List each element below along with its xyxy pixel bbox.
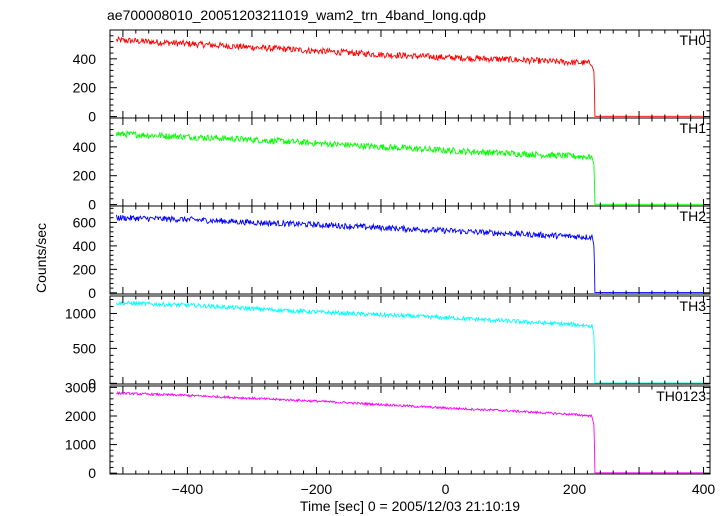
panel-th2: 0 200 400 600 TH2 [73,205,711,301]
y-tick-label: 400 [73,238,97,254]
panel-frame [109,117,711,207]
y-tick-label: 400 [73,139,97,155]
y-tick-label: 200 [73,80,97,96]
x-axis-tick-labels: −400 −200 0 200 400 [172,481,716,497]
series-line-th0123 [116,390,704,474]
panel-th3: 0 500 1000 TH3 [65,295,711,391]
panel-frame [109,205,711,295]
y-tick-label: 0 [88,285,96,301]
x-tick-label: −400 [172,481,204,497]
x-axis-title: Time [sec] 0 = 2005/12/03 21:10:19 [300,498,520,514]
x-tick-label: 0 [442,481,450,497]
y-tick-label: 0 [88,375,96,391]
y-tick-label: 1000 [65,305,96,321]
panel-name-label: TH0123 [656,388,706,404]
y-tick-label: 400 [73,51,97,67]
panel-frame [109,29,711,119]
panel-frame [109,295,711,385]
y-tick-label: 3000 [65,379,96,395]
y-tick-label: 200 [73,261,97,277]
panel-th1: 0 200 400 TH1 [73,117,711,213]
panel-name-label: TH3 [680,298,707,314]
panel-name-label: TH2 [680,208,707,224]
y-tick-label: 200 [73,168,97,184]
y-tick-label: 0 [88,197,96,213]
panel-th0: 0 200 400 TH0 [73,29,711,125]
x-tick-label: −200 [301,481,333,497]
y-tick-label: 1000 [65,437,96,453]
y-tick-label: 600 [73,214,97,230]
series-line-th3 [116,300,704,384]
series-line-th2 [116,214,704,293]
y-axis-title: Counts/sec [33,223,49,293]
x-tick-label: 400 [692,481,716,497]
y-tick-label: 0 [88,109,96,125]
panel-name-label: TH0 [680,32,707,48]
panel-name-label: TH1 [680,120,707,136]
y-tick-label: 500 [73,340,97,356]
series-line-th1 [116,129,704,205]
chart-title: ae700008010_20051203211019_wam2_trn_4ban… [107,7,486,23]
y-tick-label: 2000 [65,408,96,424]
y-tick-label: 0 [88,465,96,481]
series-line-th0 [116,35,704,117]
panel-frame [109,385,711,475]
x-tick-label: 200 [563,481,587,497]
